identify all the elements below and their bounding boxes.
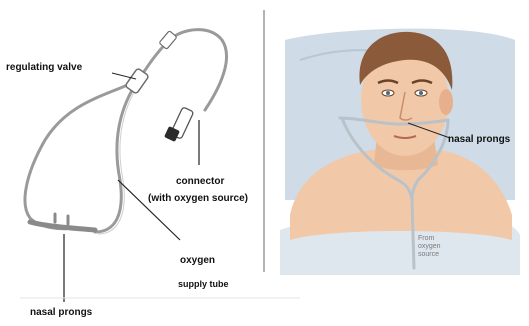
label-regulating-valve: regulating valve — [6, 62, 82, 74]
oxygen-line-down — [412, 200, 414, 268]
prongs-bar — [30, 222, 95, 230]
label-connector-note: (with oxygen source) — [148, 193, 248, 205]
label-nasal-prongs-right: nasal prongs — [448, 134, 510, 146]
right-pupil — [419, 91, 423, 95]
label-oxygen: oxygen — [180, 255, 215, 267]
label-supply-tube: supply tube — [178, 278, 229, 290]
patient-ear — [439, 89, 453, 115]
leader-oxygen — [118, 180, 180, 240]
label-nasal-prongs-left: nasal prongs — [30, 307, 92, 319]
patient-illustration — [280, 29, 520, 275]
label-connector: connector — [176, 176, 224, 188]
label-from-oxygen-source: From oxygen source — [418, 235, 458, 259]
left-pupil — [386, 91, 390, 95]
